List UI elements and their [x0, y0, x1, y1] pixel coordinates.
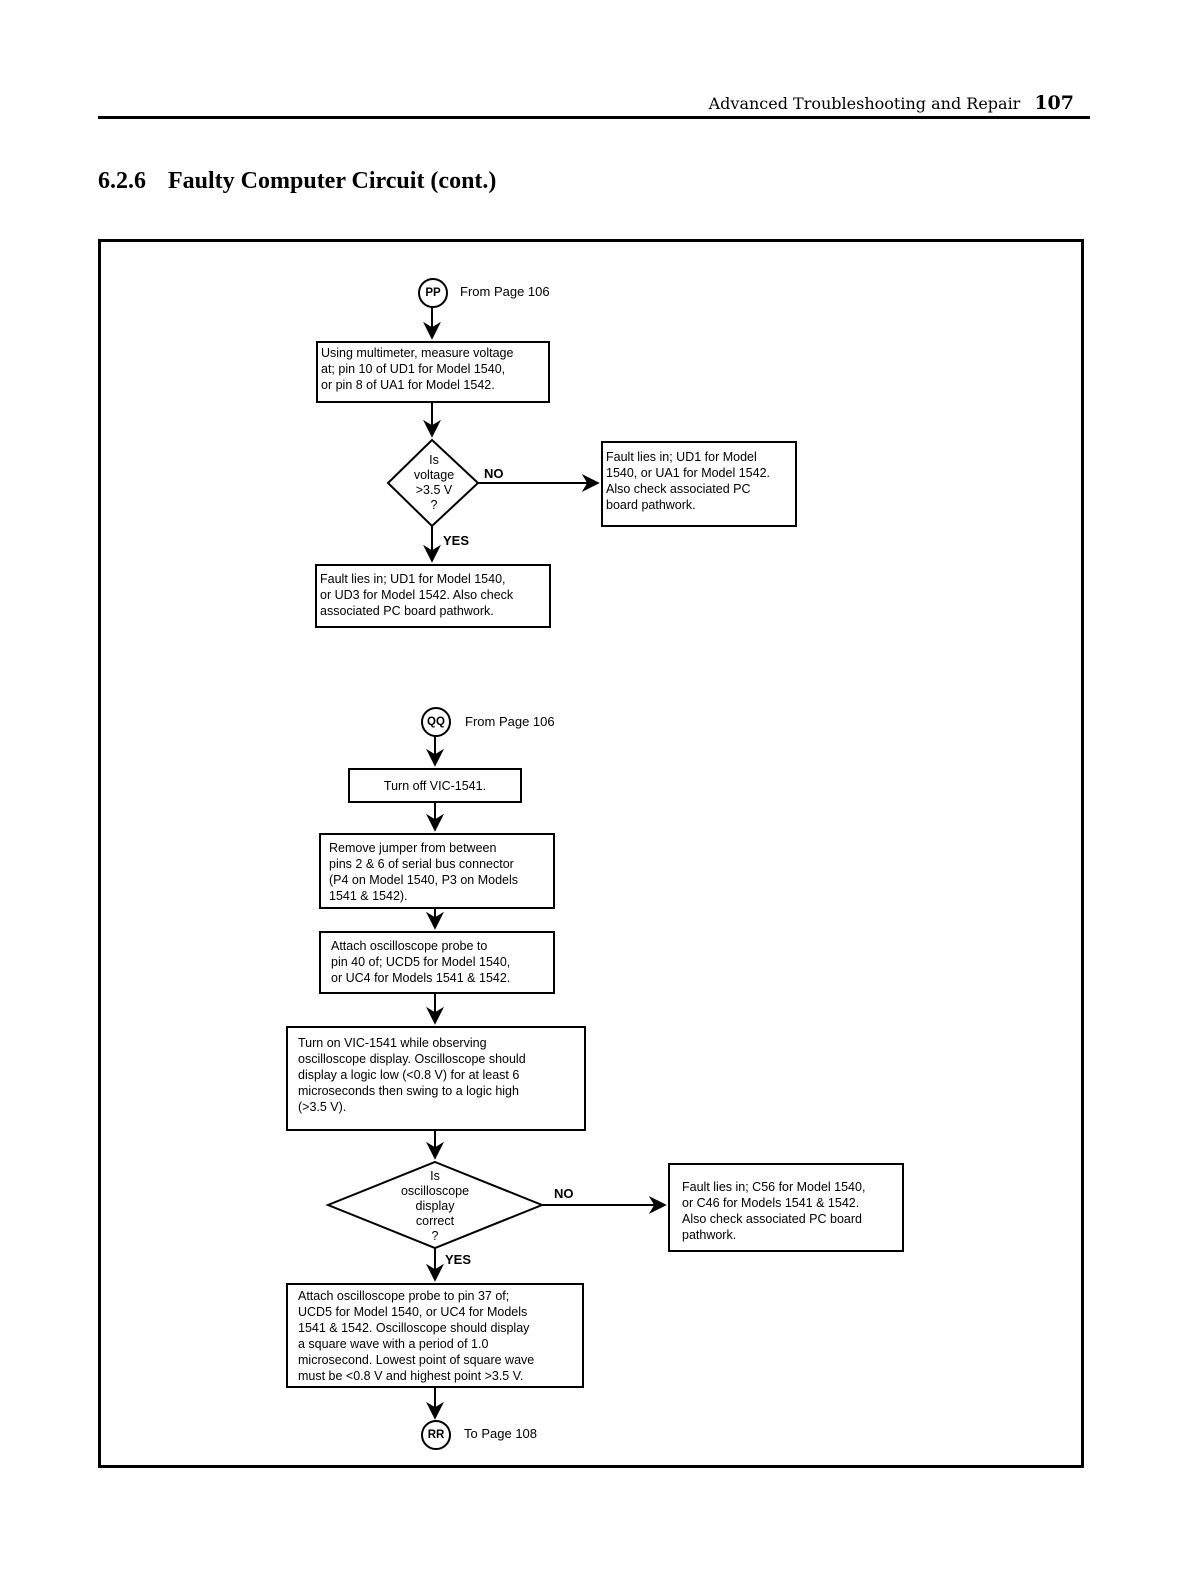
running-header: Advanced Troubleshooting and Repair 107	[709, 92, 1074, 114]
turn-on-observe-box: Turn on VIC-1541 while observing oscillo…	[286, 1026, 586, 1131]
yes-label-2: YES	[445, 1252, 472, 1267]
connector-qq: QQ	[421, 707, 451, 737]
yes-label-1: YES	[443, 533, 470, 548]
decision-voltage-text: Is voltage >3.5 V ?	[413, 453, 455, 512]
connector-pp: PP	[418, 278, 448, 308]
measure-voltage-box: Using multimeter, measure voltage at; pi…	[316, 341, 550, 403]
to-page-note: To Page 108	[464, 1426, 538, 1441]
section-number: 6.2.6	[98, 168, 146, 194]
page-number: 107	[1034, 92, 1074, 114]
from-page-note-1: From Page 106	[460, 284, 550, 299]
fault-c56-box: Fault lies in; C56 for Model 1540, or C4…	[668, 1163, 904, 1252]
flowchart-frame	[98, 239, 1084, 1468]
running-title: Advanced Troubleshooting and Repair	[708, 94, 1021, 113]
header-rule	[98, 116, 1090, 119]
box-line: Using multimeter, measure voltage	[321, 346, 514, 360]
remove-jumper-box: Remove jumper from between pins 2 & 6 of…	[319, 833, 555, 909]
fault-ua1-box: Fault lies in; UD1 for Model 1540, or UA…	[601, 441, 797, 527]
turn-off-box: Turn off VIC-1541.	[348, 768, 522, 803]
section-heading: 6.2.6 Faulty Computer Circuit (cont.)	[98, 168, 496, 195]
box-line: or pin 8 of UA1 for Model 1542.	[321, 378, 495, 392]
no-label-2: NO	[554, 1186, 574, 1201]
from-page-note-2: From Page 106	[465, 714, 555, 729]
connector-rr: RR	[421, 1420, 451, 1450]
decision-scope-text: Is oscilloscope display correct ?	[400, 1169, 470, 1243]
attach-probe-pin40-box: Attach oscilloscope probe to pin 40 of; …	[319, 931, 555, 994]
box-line: at; pin 10 of UD1 for Model 1540,	[321, 362, 506, 376]
attach-probe-pin37-box: Attach oscilloscope probe to pin 37 of; …	[286, 1283, 584, 1388]
section-title: Faulty Computer Circuit (cont.)	[168, 168, 497, 194]
no-label-1: NO	[484, 466, 504, 481]
fault-ud3-box: Fault lies in; UD1 for Model 1540, or UD…	[315, 564, 551, 628]
